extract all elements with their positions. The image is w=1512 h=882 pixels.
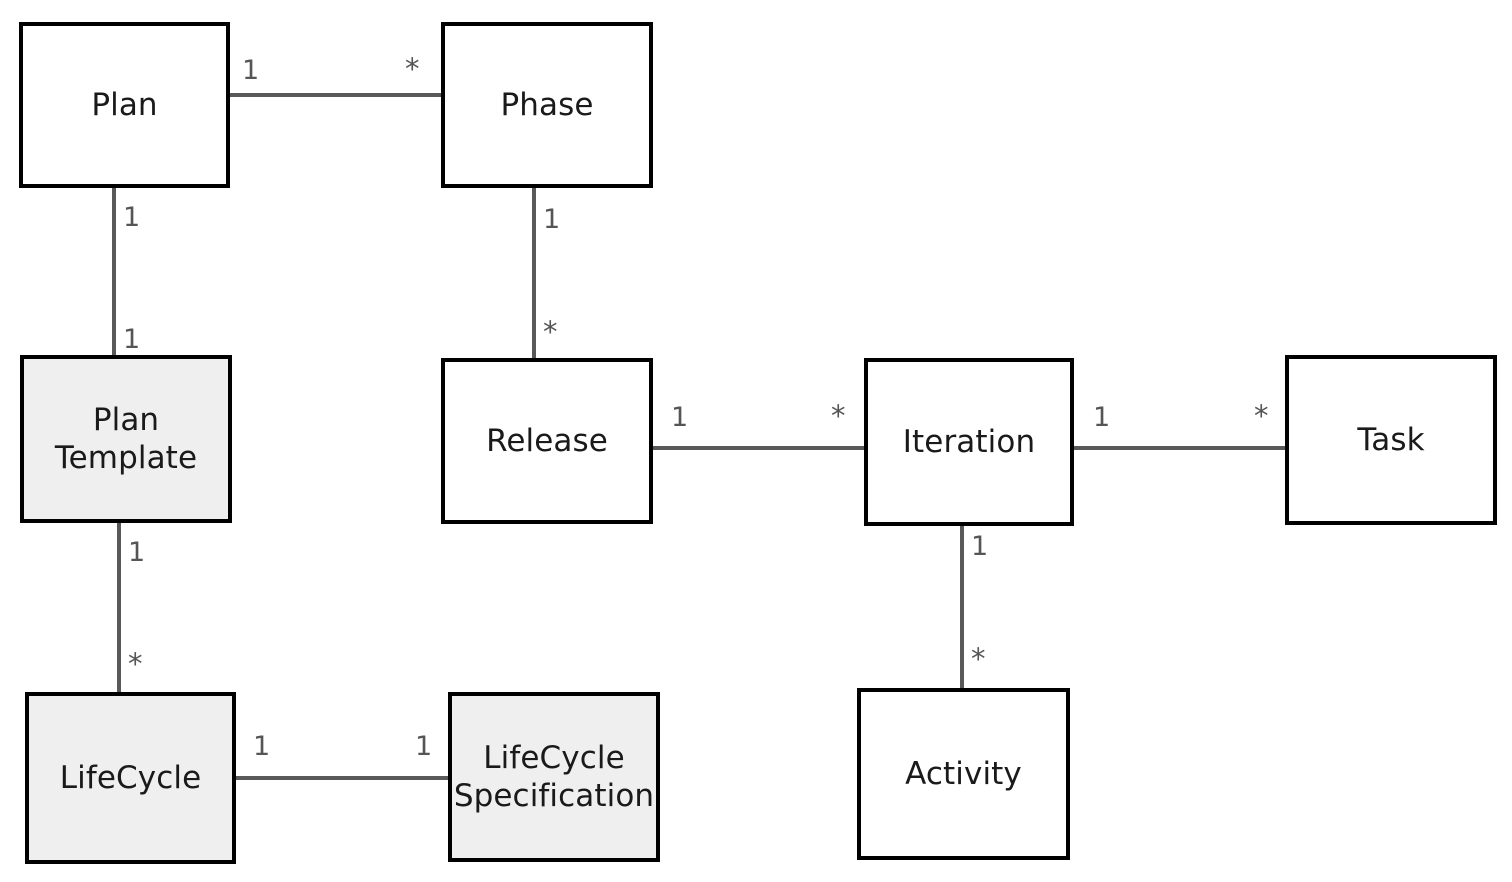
class-box-activity[interactable]: Activity	[857, 688, 1070, 860]
class-name-release: Release	[486, 422, 608, 459]
class-box-task[interactable]: Task	[1285, 355, 1497, 525]
multiplicity-phase-release-to: *	[543, 315, 558, 349]
association-line-plan-phase	[228, 93, 443, 97]
association-line-lifecycle-lifecyclespec	[234, 776, 450, 780]
multiplicity-iteration-task-from: 1	[1093, 402, 1111, 433]
multiplicity-iteration-activity-from: 1	[971, 531, 989, 562]
class-box-plantemplate[interactable]: Plan Template	[20, 355, 232, 523]
multiplicity-plantemplate-lifecycle-from: 1	[128, 537, 146, 568]
association-line-plantemplate-lifecycle	[117, 521, 121, 694]
multiplicity-plantemplate-lifecycle-to: *	[128, 647, 143, 681]
association-line-iteration-activity	[960, 524, 964, 690]
class-name-phase: Phase	[500, 86, 594, 123]
multiplicity-plan-phase-to: *	[405, 52, 420, 86]
class-name-iteration: Iteration	[902, 423, 1036, 460]
class-name-activity: Activity	[905, 755, 1022, 792]
class-box-plan[interactable]: Plan	[19, 22, 230, 188]
multiplicity-lifecycle-lifecyclespec-from: 1	[253, 731, 271, 762]
association-line-plan-plantemplate	[112, 186, 116, 358]
multiplicity-iteration-task-to: *	[1254, 399, 1269, 433]
association-line-release-iteration	[651, 446, 866, 450]
multiplicity-plan-phase-from: 1	[242, 55, 260, 86]
multiplicity-release-iteration-to: *	[831, 399, 846, 433]
class-name-lifecycle: LifeCycle	[59, 759, 202, 796]
class-box-iteration[interactable]: Iteration	[864, 358, 1074, 526]
class-name-plantemplate: Plan Template	[54, 401, 198, 476]
multiplicity-plan-plantemplate-from: 1	[123, 202, 141, 233]
association-line-iteration-task	[1072, 446, 1287, 450]
multiplicity-lifecycle-lifecyclespec-to: 1	[415, 731, 433, 762]
class-box-release[interactable]: Release	[441, 358, 653, 524]
class-name-lifecyclespec: LifeCycle Specification	[453, 739, 655, 814]
class-box-lifecyclespec[interactable]: LifeCycle Specification	[448, 692, 660, 862]
class-name-plan: Plan	[91, 86, 158, 123]
association-line-phase-release	[532, 186, 536, 360]
class-name-task: Task	[1357, 421, 1425, 458]
class-box-phase[interactable]: Phase	[441, 22, 653, 188]
multiplicity-phase-release-from: 1	[543, 204, 561, 235]
class-box-lifecycle[interactable]: LifeCycle	[25, 692, 236, 864]
multiplicity-iteration-activity-to: *	[971, 642, 986, 676]
multiplicity-plan-plantemplate-to: 1	[123, 324, 141, 355]
multiplicity-release-iteration-from: 1	[671, 402, 689, 433]
